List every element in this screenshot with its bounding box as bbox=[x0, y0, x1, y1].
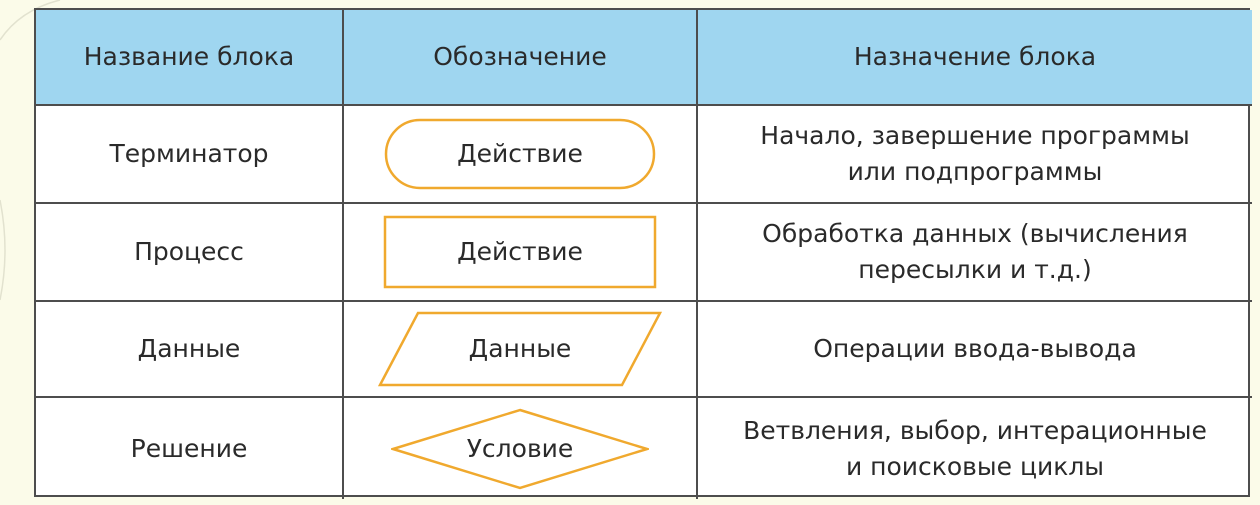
row-terminator-name: Терминатор bbox=[36, 106, 344, 204]
data-shape: Данные bbox=[378, 311, 662, 387]
row-decision-symbol: Условие bbox=[344, 398, 698, 499]
decision-shape: Условие bbox=[391, 408, 649, 490]
flowchart-blocks-table: Название блока Обозначение Назначение бл… bbox=[34, 8, 1252, 499]
row-data-symbol: Данные bbox=[344, 302, 698, 398]
row-data-purpose: Операции ввода-вывода bbox=[698, 302, 1252, 398]
row-decision-purpose: Ветвления, выбор, интерационные и поиско… bbox=[743, 415, 1207, 481]
row-process-symbol: Действие bbox=[344, 204, 698, 302]
data-shape-label: Данные bbox=[468, 334, 572, 363]
process-shape-label: Действие bbox=[457, 237, 583, 266]
row-process-name: Процесс bbox=[36, 204, 344, 302]
row-terminator-purpose: Начало, завершение программы или подпрог… bbox=[698, 106, 1252, 204]
terminator-shape-label: Действие bbox=[457, 139, 583, 168]
decision-shape-label: Условие bbox=[466, 433, 574, 463]
row-decision-name: Решение bbox=[36, 398, 344, 499]
row-terminator-symbol: Действие bbox=[344, 106, 698, 204]
header-block-purpose: Назначение блока bbox=[698, 10, 1252, 106]
header-block-name: Название блока bbox=[36, 10, 344, 106]
process-shape: Действие bbox=[383, 215, 657, 289]
row-data-name: Данные bbox=[36, 302, 344, 398]
terminator-shape: Действие bbox=[384, 118, 656, 190]
header-designation: Обозначение bbox=[344, 10, 698, 106]
row-process-purpose: Обработка данных (вычисления пересылки и… bbox=[698, 204, 1252, 302]
